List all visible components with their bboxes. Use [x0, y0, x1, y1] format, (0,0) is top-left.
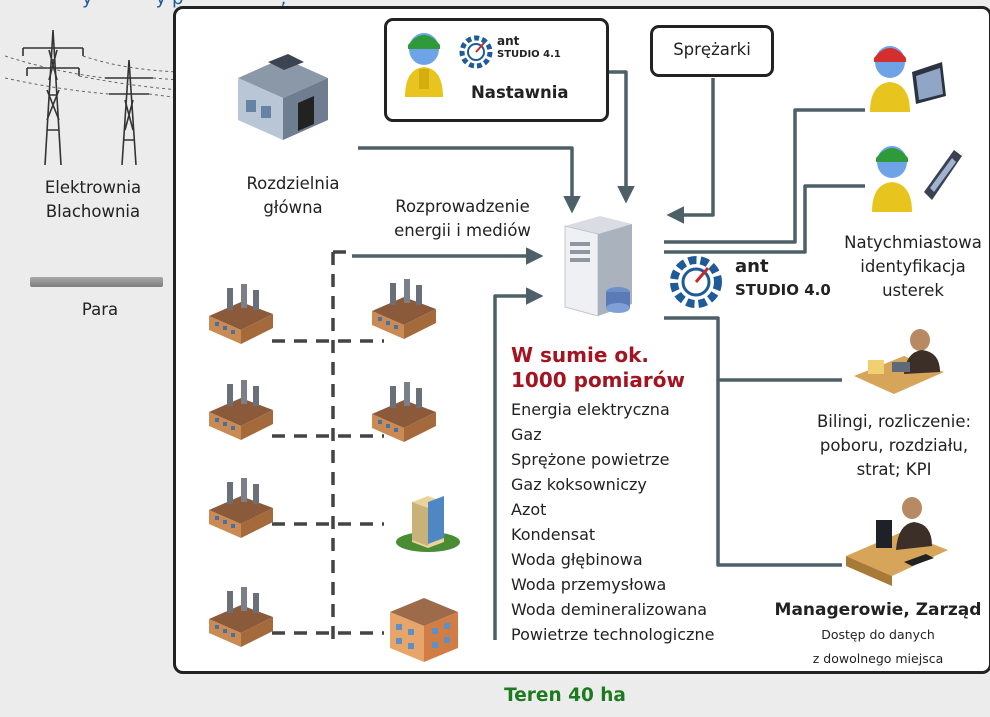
managers-title: Managerowie, Zarząd: [774, 600, 982, 620]
billing-line1: Bilingi, rozliczenie:: [816, 412, 972, 431]
compressors-label: Sprężarki: [673, 40, 751, 59]
apartment-building-icon: [390, 598, 458, 662]
measurement-item: Kondensat: [511, 525, 596, 544]
factory-icon: [372, 382, 436, 442]
defects-line2: identyfikacja: [860, 257, 966, 276]
measurement-item: Woda demineralizowana: [511, 600, 708, 619]
server-icon: [564, 216, 632, 317]
control-room-label: Nastawnia: [471, 83, 569, 102]
control-room-logo-top: ant: [497, 34, 520, 48]
power-plant-line1: Elektrownia: [44, 178, 142, 197]
measurement-item: Gaz koksowniczy: [511, 475, 647, 494]
steam-label: Para: [81, 300, 119, 319]
billing-label: Bilingi, rozliczenie: poboru, rozdziału,…: [800, 410, 988, 482]
measurement-item: Sprężone powietrze: [511, 450, 670, 469]
operator-icon: [405, 33, 443, 97]
header-fragment: y y p ,: [82, 0, 286, 9]
total-line1: W sumie ok.: [511, 343, 650, 367]
measurement-item: Azot: [511, 500, 547, 519]
manager-desk-icon: [846, 497, 948, 586]
measurement-list: Energia elektryczna Gaz Sprężone powietr…: [511, 397, 714, 647]
managers-line1: Dostęp do danych: [821, 627, 935, 642]
factory-icon: [372, 279, 436, 339]
area-label: Teren 40 ha: [504, 685, 626, 706]
power-plant-line2: Blachownia: [45, 202, 141, 221]
billing-line3: strat; KPI: [856, 460, 932, 479]
worker-laptop-icon: [870, 46, 946, 112]
server-logo-bottom: STUDIO 4.0: [735, 281, 831, 299]
substation-line1: Rozdzielnia: [246, 174, 340, 193]
measurement-item: Woda głębinowa: [511, 550, 643, 569]
factory-icon: [209, 284, 273, 344]
factory-icon: [209, 478, 273, 538]
defects-line1: Natychmiastowa: [844, 233, 982, 252]
compressors-box: Sprężarki: [650, 25, 774, 77]
billing-line2: poboru, rozdziału,: [819, 436, 969, 455]
factory-icon: [209, 587, 273, 647]
server-ant-studio-gauge-icon: [670, 256, 722, 308]
total-line2: 1000 pomiarów: [511, 368, 685, 392]
defects-line3: usterek: [882, 281, 944, 300]
office-tower-icon: [396, 496, 460, 552]
distribution-line1: Rozprowadzenie: [395, 197, 530, 216]
control-room-logo-bottom: STUDIO 4.1: [497, 49, 561, 60]
substation-line2: główna: [263, 198, 323, 217]
power-plant-label: Elektrownia Blachownia: [18, 176, 168, 224]
defects-label: Natychmiastowa identyfikacja usterek: [834, 231, 990, 303]
worker-phone-icon: [872, 146, 962, 212]
server-logo-top: ant: [735, 256, 769, 277]
control-room-box: ant STUDIO 4.1 Nastawnia: [384, 18, 609, 122]
measurement-item: Energia elektryczna: [511, 400, 670, 419]
substation-label: Rozdzielnia główna: [218, 172, 368, 220]
distribution-line2: energii i mediów: [394, 221, 531, 240]
substation-building-icon: [238, 54, 328, 140]
factory-icon: [209, 380, 273, 440]
managers-line2: z dowolnego miejsca: [812, 651, 944, 666]
measurement-item: Woda przemysłowa: [511, 575, 667, 594]
total-summary: W sumie ok. 1000 pomiarów: [511, 343, 685, 393]
billing-clerk-icon: [854, 329, 944, 394]
ant-studio-gauge-icon: [459, 35, 493, 69]
distribution-label: Rozprowadzenie energii i mediów: [370, 195, 555, 243]
measurement-item: Powietrze technologiczne: [511, 625, 715, 644]
steam-pipe: [30, 277, 163, 287]
measurement-item: Gaz: [511, 425, 542, 444]
